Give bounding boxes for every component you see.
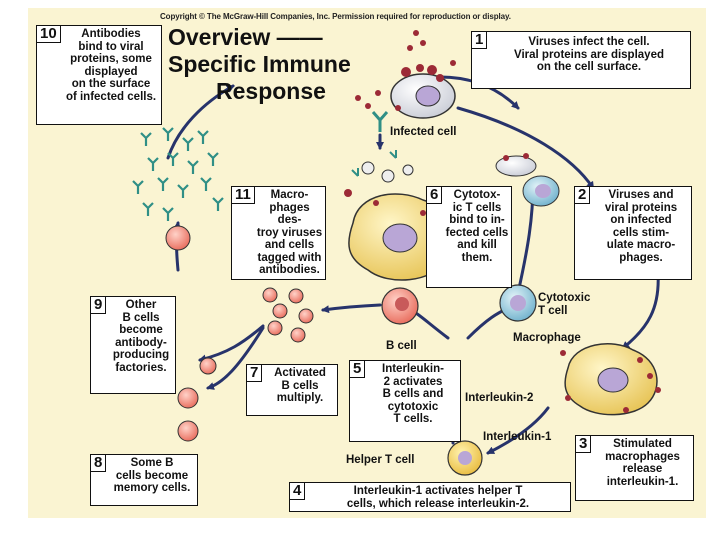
step-4-box: 4 Interleukin-1 activates helper T cells… (289, 482, 571, 512)
step-9-text: Other B cells become antibody- producing… (112, 299, 170, 374)
b-cell-small (199, 357, 217, 375)
immune-response-diagram: Copyright © The McGraw-Hill Companies, I… (28, 8, 706, 518)
arrow-cluster-to-step8 (206, 326, 265, 390)
copyright-notice: Copyright © The McGraw-Hill Companies, I… (160, 12, 511, 21)
arrow-to-cytotoxic (466, 306, 510, 340)
title-line-3: Response (216, 78, 326, 104)
step-2-text: Viruses and viral proteins on infected c… (604, 189, 678, 264)
arrow-antibodies-up (166, 84, 235, 160)
step-11-text: Macro- phages des- troy viruses and cell… (256, 189, 323, 276)
arrow-infected-to-step2 (456, 106, 595, 190)
b-cell (381, 287, 419, 325)
antibody-cluster (132, 127, 224, 221)
step-9-box: 9 Other B cells become antibody- produci… (90, 296, 176, 394)
step-5-text: Interleukin- 2 activates B cells and cyt… (382, 363, 444, 425)
arrow-macrophage-to-helper (486, 406, 550, 455)
step-2-box: 2 Viruses and viral proteins on infected… (574, 186, 692, 280)
step-9-number: 9 (91, 297, 107, 314)
step-8-box: 8 Some B cells become memory cells. (90, 454, 198, 506)
step-8-text: Some B cells become memory cells. (113, 457, 191, 494)
activated-b-cell-cluster (262, 287, 314, 343)
step-10-text: Antibodies bind to viral proteins, some … (65, 28, 157, 103)
step-5-box: 5 Interleukin- 2 activates B cells and c… (349, 360, 461, 442)
step-1-number: 1 (472, 32, 488, 49)
infected-cell (355, 30, 456, 119)
arrow-b-cell-to-cluster (321, 303, 382, 314)
step-3-box: 3 Stimulated macrophages release interle… (575, 435, 694, 501)
plasma-cell (165, 225, 191, 251)
helper-t-cell (447, 440, 483, 476)
label-interleukin-1: Interleukin-1 (483, 431, 552, 443)
label-interleukin-2: Interleukin-2 (465, 392, 534, 404)
step-1-text: Viruses infect the cell. Viral proteins … (514, 36, 664, 73)
label-macrophage: Macrophage (513, 332, 581, 344)
step-7-box: 7 Activated B cells multiply. (246, 364, 338, 416)
step-1-box: 1 Viruses infect the cell. Viral protein… (471, 31, 691, 89)
step-6-number: 6 (427, 187, 443, 204)
macrophage (560, 343, 661, 416)
arrow-step2-to-macrophage (621, 271, 660, 350)
memory-b-cells (177, 387, 199, 442)
step-5-number: 5 (350, 361, 366, 378)
step-7-number: 7 (247, 365, 263, 382)
step-11-number: 11 (232, 187, 255, 204)
infected-cells-bound (495, 153, 560, 207)
step-2-number: 2 (575, 187, 591, 204)
title-line-2: Specific Immune (168, 51, 351, 77)
cytotoxic-t-cell (499, 284, 537, 322)
step-11-box: 11 Macro- phages des- troy viruses and c… (231, 186, 326, 280)
label-cytotoxic-t-cell: Cytotoxic T cell (538, 292, 591, 317)
step-4-number: 4 (290, 483, 306, 500)
step-3-number: 3 (576, 436, 592, 453)
title-line-1: Overview —— (168, 24, 323, 50)
step-7-text: Activated B cells multiply. (274, 367, 326, 404)
step-10-box: 10 Antibodies bind to viral proteins, so… (36, 25, 162, 125)
step-10-number: 10 (37, 26, 61, 43)
step-8-number: 8 (91, 455, 107, 472)
step-3-text: Stimulated macrophages release interleuk… (605, 438, 680, 488)
step-6-box: 6 Cytotox- ic T cells bind to in- fected… (426, 186, 512, 288)
label-helper-t-cell: Helper T cell (346, 454, 415, 466)
step-4-text: Interleukin-1 activates helper T cells, … (346, 485, 530, 510)
label-infected-cell: Infected cell (390, 126, 457, 138)
label-b-cell: B cell (386, 340, 417, 352)
step-6-text: Cytotox- ic T cells bind to in- fected c… (445, 189, 509, 264)
